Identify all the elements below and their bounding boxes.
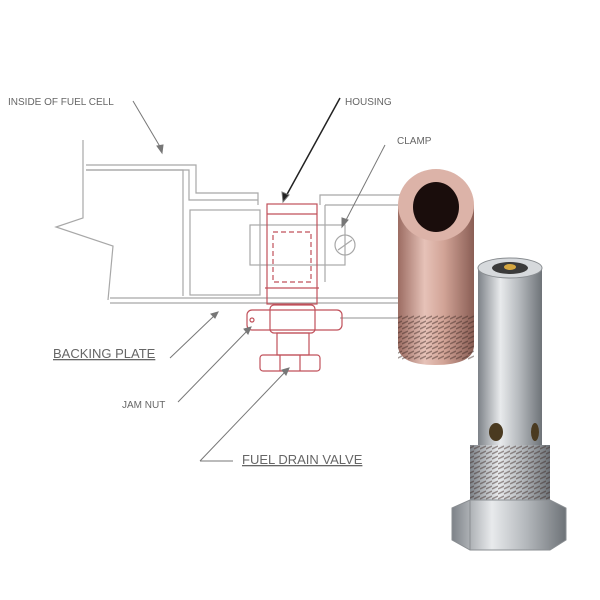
label-inside-of-fuel-cell: INSIDE OF FUEL CELL bbox=[8, 97, 114, 108]
fuel-cell-structure bbox=[54, 140, 400, 319]
label-backing-plate: BACKING PLATE bbox=[53, 346, 156, 361]
valve-drawing bbox=[246, 203, 343, 372]
label-housing: HOUSING bbox=[345, 97, 392, 108]
leader-lines bbox=[132, 97, 386, 462]
silver-valve-photo bbox=[451, 257, 567, 551]
label-jam-nut: JAM NUT bbox=[122, 400, 165, 411]
copper-housing-photo bbox=[398, 169, 474, 365]
label-clamp: CLAMP bbox=[397, 136, 432, 147]
label-fuel-drain-valve: FUEL DRAIN VALVE bbox=[242, 452, 363, 467]
